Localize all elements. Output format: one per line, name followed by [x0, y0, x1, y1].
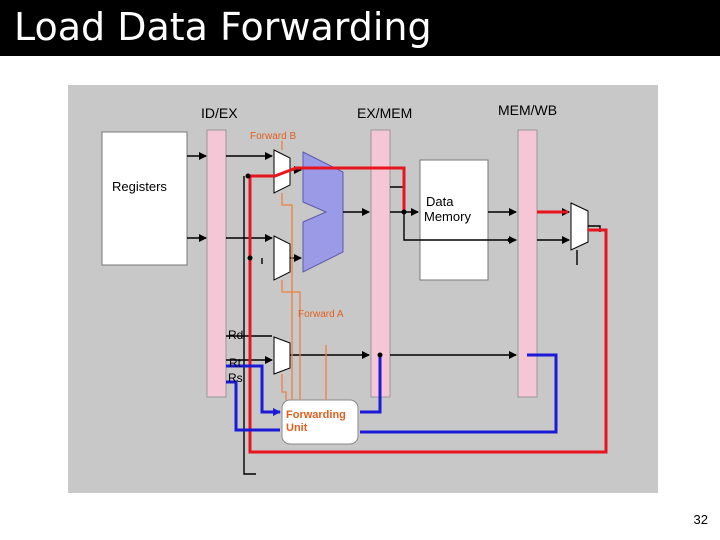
writeback-mux: [570, 202, 589, 251]
alu: [302, 151, 344, 273]
registers-label: Registers: [112, 179, 167, 194]
rt-label: Rt: [229, 356, 242, 370]
register-number-lines: [226, 353, 558, 434]
register-file: [101, 131, 188, 266]
ex-mem-label: EX/MEM: [357, 105, 412, 121]
mem-wb-label: MEM/WB: [498, 102, 557, 118]
forward-a-mux: [273, 235, 291, 281]
forwarding-unit: [281, 399, 359, 445]
forward-b-label: Forward B: [250, 131, 296, 142]
junction-dots: [245, 173, 513, 358]
slide-title: Load Data Forwarding: [14, 5, 432, 49]
forward-b-mux: [273, 149, 291, 194]
data-memory-label-line1: Data: [426, 194, 454, 209]
data-memory-label-line2: Memory: [424, 209, 471, 224]
forwarding-unit-label-line1: Forwarding: [286, 409, 346, 421]
title-bar: Load Data Forwarding: [0, 0, 720, 56]
rs-label: Rs: [228, 371, 243, 385]
rd-label: Rd: [228, 328, 243, 342]
forward-a-label: Forward A: [298, 309, 344, 320]
id-ex-label: ID/EX: [201, 105, 238, 121]
id-ex-register: [206, 129, 227, 398]
forward-control-lines: [281, 141, 327, 400]
rd-select-mux: [273, 336, 291, 375]
data-memory: [419, 159, 489, 281]
mem-wb-register: [517, 129, 538, 398]
forwarding-unit-label-line2: Unit: [286, 422, 308, 434]
slide-number: 32: [693, 512, 708, 527]
